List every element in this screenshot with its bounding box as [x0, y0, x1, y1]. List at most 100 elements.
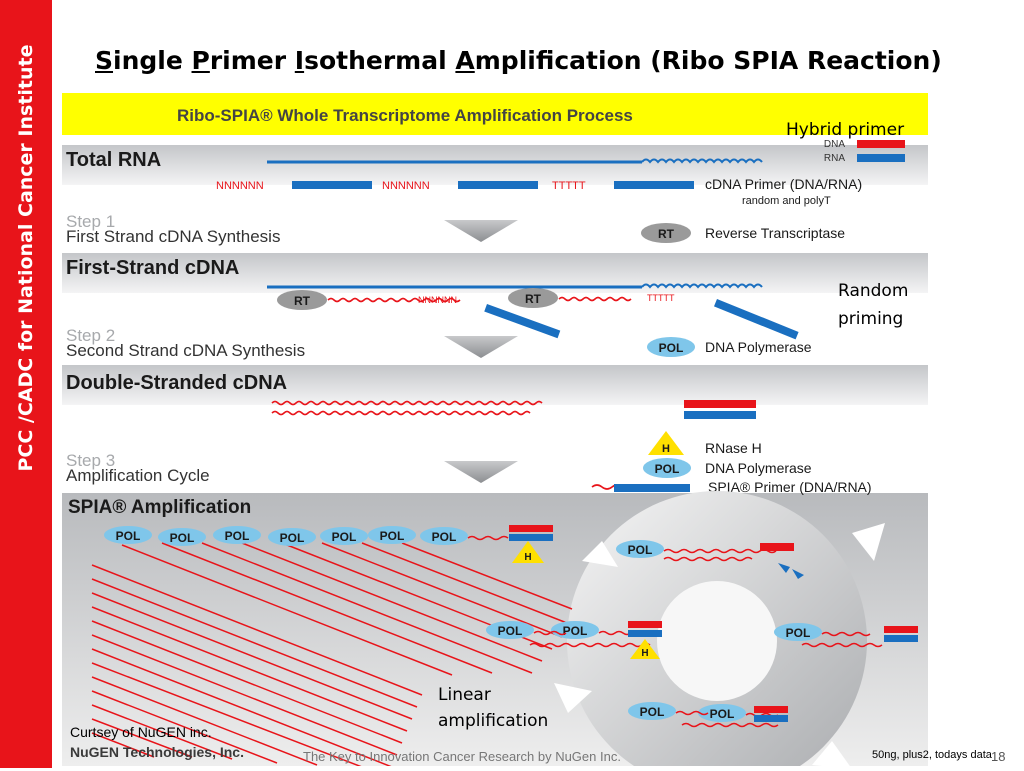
step2-desc: Second Strand cDNA Synthesis	[66, 341, 305, 360]
pol-label: POL	[170, 531, 195, 545]
rt-label: RT	[658, 227, 675, 241]
pol-label: POL	[498, 624, 523, 638]
product-strand	[663, 556, 753, 562]
pol-label: POL	[225, 529, 250, 543]
page-number: 18	[991, 749, 1006, 764]
hybrid-primer-rna	[754, 715, 788, 722]
linear-amp-label-2: amplification	[438, 711, 549, 731]
title-s-letter: S	[95, 46, 114, 75]
diagram-svg: Ribo-SPIA® Whole Transcriptome Amplifica…	[62, 93, 928, 771]
spia-primer-rna-icon	[614, 484, 690, 492]
product-strand	[467, 535, 509, 541]
polyt-primer-seq: TTTTT	[647, 293, 675, 303]
pol-label: POL	[563, 624, 588, 638]
pol-label: POL	[432, 530, 457, 544]
rt-oval-icon	[277, 290, 327, 310]
banner-title: Ribo-SPIA® Whole Transcriptome Amplifica…	[177, 106, 633, 125]
primer-block	[484, 303, 561, 339]
pol-oval-icon	[420, 527, 468, 545]
title-part: sothermal	[304, 46, 456, 75]
pol-label: POL	[655, 462, 680, 476]
banner-bg	[62, 93, 928, 135]
pol-label: POL	[786, 626, 811, 640]
random-primer-seq: NNNNNN	[216, 180, 264, 192]
hybrid-primer-rna	[628, 630, 662, 637]
pol-label: POL	[659, 341, 684, 355]
rna-fragments-icon	[778, 563, 804, 579]
slide-title: Single Primer Isothermal Amplification (…	[95, 46, 942, 75]
primer-block	[458, 181, 538, 189]
band-total-rna	[62, 145, 928, 185]
pol-label: POL	[640, 705, 665, 719]
step-arrow-icon	[444, 336, 518, 358]
step1-label: Step 1	[66, 212, 115, 231]
hybrid-primer-rna	[884, 635, 918, 642]
title-a-letter: A	[455, 46, 475, 75]
rnase-h-triangle-icon	[648, 431, 684, 455]
cycle-arrow-icon	[812, 741, 852, 769]
random-primer-seq: NNNNNN	[418, 295, 457, 305]
cycle-arrow-icon	[554, 683, 592, 713]
hybrid-primer-rna	[509, 534, 553, 541]
primer-block	[714, 299, 799, 340]
step3-label: Step 3	[66, 451, 115, 470]
hybrid-primer-rna	[684, 411, 756, 419]
pol-label: POL	[710, 707, 735, 721]
pol-oval-icon	[158, 528, 206, 546]
product-strand	[801, 642, 883, 648]
cycle-ring-center	[657, 581, 777, 701]
pol-oval-icon	[628, 702, 676, 720]
product-strand	[663, 548, 777, 554]
nugen-logo-text: NuGEN Technologies, Inc.	[70, 744, 244, 760]
rt-oval-icon	[641, 223, 691, 243]
pol-label: POL	[332, 530, 357, 544]
polya-tail	[641, 158, 763, 164]
hybrid-primer-dna	[684, 400, 756, 408]
legend-dna: DNA	[824, 139, 845, 150]
pol-oval-icon	[268, 528, 316, 546]
step1-desc: First Strand cDNA Synthesis	[66, 227, 280, 246]
double-stranded-heading: Double-Stranded cDNA	[66, 372, 287, 394]
spia-primer-desc: SPIA® Primer (DNA/RNA)	[708, 479, 872, 495]
rnase-h-triangle-icon	[630, 639, 660, 659]
h-label: H	[524, 552, 531, 563]
hybrid-primer-dna	[754, 706, 788, 713]
step-arrow-icon	[444, 461, 518, 483]
cdna-primer-sublabel: random and polyT	[742, 195, 831, 207]
random-priming-label-2: priming	[838, 309, 904, 329]
product-strand	[533, 630, 567, 636]
ds-cdna-strand	[271, 400, 543, 406]
cdna-primer-label: cDNA Primer (DNA/RNA)	[705, 176, 862, 192]
primer-block	[614, 181, 694, 189]
h-label: H	[641, 648, 648, 659]
rt-label: RT	[525, 292, 542, 306]
cycle-arrow-icon	[852, 523, 885, 561]
pol-oval-icon	[320, 527, 368, 545]
spia-amp-heading: SPIA® Amplification	[68, 497, 251, 518]
sidebar-title: PCC /CADC for National Cancer Institute	[15, 44, 37, 472]
rt-desc: Reverse Transcriptase	[705, 225, 845, 241]
first-strand-cdna	[327, 297, 461, 303]
pol-oval-icon	[774, 623, 822, 641]
pol-desc: DNA Polymerase	[705, 339, 812, 355]
product-strand	[529, 642, 651, 648]
title-part: mplification (Ribo SPIA Reaction)	[474, 46, 942, 75]
polyt-primer-seq: TTTTT	[552, 180, 586, 192]
product-strand	[675, 710, 709, 716]
hybrid-primer-dna	[760, 543, 794, 551]
legend-dna-bar	[857, 140, 905, 148]
pol-oval-icon	[213, 526, 261, 544]
rnase-h-triangle-icon	[512, 541, 544, 563]
random-primer-seq: NNNNNN	[382, 180, 430, 192]
h-label: H	[662, 443, 670, 455]
polya-tail	[641, 283, 763, 289]
product-strand	[821, 631, 871, 637]
ribo-spia-diagram: Ribo-SPIA® Whole Transcriptome Amplifica…	[62, 93, 928, 771]
pol-label: POL	[116, 529, 141, 543]
pol-label: POL	[380, 529, 405, 543]
title-i-letter: I	[294, 46, 305, 75]
sidebar: PCC /CADC for National Cancer Institute	[0, 0, 52, 768]
hybrid-primer-label: Hybrid primer	[786, 120, 905, 140]
hybrid-primer-dna	[628, 621, 662, 628]
step3-desc: Amplification Cycle	[66, 466, 210, 485]
